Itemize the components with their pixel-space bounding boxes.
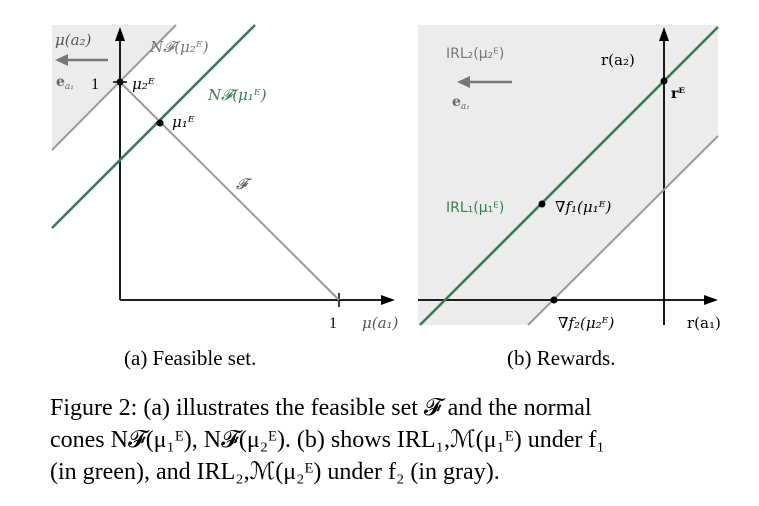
irl1-line — [419, 26, 719, 326]
feasible-line — [119, 81, 340, 301]
rE-label: rᴱ — [671, 86, 685, 102]
irl1-label: IRL₁(μ₁ᴱ) — [446, 200, 504, 216]
b-y-axis-label: r(a₂) — [601, 51, 635, 69]
figure-caption: Figure 2: (a) illustrates the feasible s… — [50, 392, 740, 488]
b-e-arrow-head — [457, 76, 470, 88]
caption-line-1: Figure 2: (a) illustrates the feasible s… — [50, 395, 592, 421]
grad2-label: ∇f₂(μ₂ᴱ) — [558, 314, 615, 332]
subcaption-a: (a) Feasible set. — [124, 346, 256, 370]
cone1-label: N𝓕(μ₁ᴱ) — [207, 86, 267, 104]
rE-point — [660, 77, 668, 85]
cone1-line — [51, 24, 256, 229]
a-y-tick-label: 1 — [91, 76, 99, 93]
b-e-label: ea₁ — [452, 94, 470, 112]
irl2-line — [527, 135, 719, 326]
panel-a: μ(a₂) μ(a₁) 1 1 ea₁ N𝓕(μ₂ᴱ) N𝓕(μ₁ᴱ) μ₂ᴱ … — [51, 24, 399, 370]
b-x-axis-arrow — [704, 295, 718, 305]
subcaption-b: (b) Rewards. — [507, 346, 615, 370]
a-x-axis-arrow — [381, 295, 395, 305]
grad1-point — [538, 200, 546, 208]
mu1-point — [156, 119, 164, 127]
panel-b: IRL₂(μ₂ᴱ) IRL₁(μ₁ᴱ) r(a₂) r(a₁) ea₁ rᴱ ∇… — [418, 25, 721, 370]
a-x-axis-label: μ(a₁) — [362, 314, 399, 332]
b-y-axis-arrow — [659, 27, 669, 41]
mu1-label: μ₁ᴱ — [172, 113, 195, 131]
grad2-point — [550, 296, 558, 304]
irl2-label: IRL₂(μ₂ᴱ) — [446, 46, 504, 62]
irl2-region — [418, 25, 718, 325]
mu2-label: μ₂ᴱ — [132, 75, 155, 93]
mu2-point — [116, 78, 124, 86]
caption-line-2: cones N𝓕(μ₁ᴱ), N𝓕(μ₂ᴱ). (b) shows IRL₁,ℳ… — [50, 427, 605, 453]
b-x-axis-label: r(a₁) — [687, 314, 721, 332]
a-e-arrow-head — [55, 54, 68, 66]
a-y-axis-arrow — [115, 27, 125, 41]
a-y-axis-label: μ(a₂) — [55, 31, 92, 49]
cone2-line — [51, 24, 177, 151]
grad1-label: ∇f₁(μ₁ᴱ) — [555, 198, 612, 216]
a-e-label: ea₁ — [56, 74, 74, 92]
a-x-tick-label: 1 — [329, 315, 337, 332]
cone2-label: N𝓕(μ₂ᴱ) — [149, 38, 209, 56]
feasible-label: 𝓕 — [236, 175, 253, 193]
caption-line-3: (in green), and IRL₂,ℳ(μ₂ᴱ) under f₂ (in… — [50, 459, 500, 485]
